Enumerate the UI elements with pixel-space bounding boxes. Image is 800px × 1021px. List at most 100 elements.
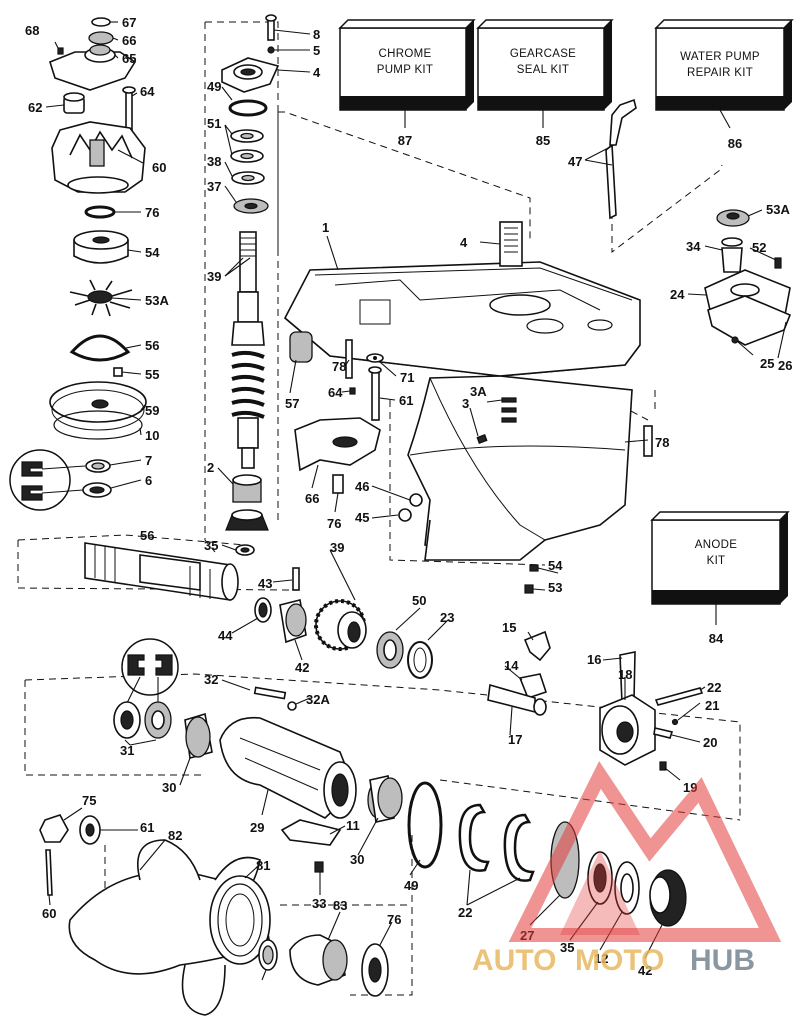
watermark-text-moto: MOTO (575, 944, 664, 977)
gearcase-kit-ref: 85 (536, 133, 550, 148)
part-label: 25 (760, 356, 774, 371)
part-label: 78 (655, 435, 669, 450)
part-label: 57 (285, 396, 299, 411)
part-label: 52 (752, 240, 766, 255)
part-label: 12 (594, 951, 608, 966)
part-label: 64 (328, 385, 343, 400)
part-label: 76 (387, 912, 401, 927)
part-label: 61 (399, 393, 413, 408)
part-label: 11 (346, 818, 360, 833)
water-pump-components (9, 17, 147, 511)
anode-kit-ref: 84 (709, 631, 724, 646)
part-label: 35 (204, 538, 218, 553)
part-label: 37 (207, 179, 221, 194)
part-label: 81 (256, 858, 270, 873)
trim-tab-anode (294, 417, 381, 494)
anode-kit-line2: KIT (707, 555, 726, 567)
part-label: 30 (162, 780, 176, 795)
part-label: 53A (145, 293, 169, 308)
part-label: 6 (145, 473, 152, 488)
part-label: 56 (145, 338, 159, 353)
part-label: 24 (670, 287, 685, 302)
part-label: 66 (122, 33, 136, 48)
waterpump-kit-ref: 86 (728, 136, 742, 151)
driveshaft-components (221, 14, 280, 556)
part-label: 56 (140, 528, 154, 543)
part-label: 55 (145, 367, 159, 382)
part-label: 62 (28, 100, 42, 115)
part-label: 22 (458, 905, 472, 920)
kit-box-chrome-pump: CHROME PUMP KIT 87 (338, 19, 476, 148)
part-label: 20 (703, 735, 717, 750)
part-label: 30 (350, 852, 364, 867)
part-label: 65 (122, 51, 136, 66)
part-label: 76 (327, 516, 341, 531)
anode-kit-line1: ANODE (695, 539, 737, 551)
watermark-text-auto: AUTO (472, 944, 556, 977)
part-label: 44 (218, 628, 233, 643)
kit-box-gearcase-seal: GEARCASE SEAL KIT 85 (476, 19, 614, 148)
part-number-labels: 68 67 66 65 62 64 60 76 54 53A 56 55 59 … (25, 15, 792, 978)
part-label: 17 (508, 732, 522, 747)
part-label: 54 (548, 558, 563, 573)
part-label: 67 (122, 15, 136, 30)
part-label: 64 (140, 84, 155, 99)
part-label: 10 (145, 428, 159, 443)
part-label: 33 (312, 896, 326, 911)
part-label: 31 (120, 743, 134, 758)
part-label: 82 (168, 828, 182, 843)
part-label: 2 (207, 460, 214, 475)
part-label: 42 (295, 660, 309, 675)
part-label: 3A (470, 384, 487, 399)
part-label: 47 (568, 154, 582, 169)
part-label: 83 (333, 898, 347, 913)
part-label: 49 (207, 79, 221, 94)
water-pump-kit-components (605, 98, 792, 346)
kit-box-water-pump-repair: WATER PUMP REPAIR KIT 86 (654, 19, 794, 151)
part-label: 15 (502, 620, 516, 635)
part-label: 68 (25, 23, 39, 38)
part-label: 4 (460, 235, 468, 250)
kit-box-anode: ANODE KIT 84 (650, 511, 790, 646)
chrome-kit-ref: 87 (398, 133, 412, 148)
part-label: 60 (152, 160, 166, 175)
part-label: 39 (330, 540, 344, 555)
part-label: 32A (306, 692, 330, 707)
part-label: 75 (82, 793, 96, 808)
part-label: 54 (145, 245, 160, 260)
part-label: 42 (638, 963, 652, 978)
part-label: 34 (686, 239, 701, 254)
part-label: 39 (207, 269, 221, 284)
part-label: 5 (313, 43, 320, 58)
part-label: 71 (400, 370, 414, 385)
chrome-kit-line2: PUMP KIT (377, 64, 434, 76)
part-label: 66 (305, 491, 319, 506)
part-label: 51 (207, 116, 221, 131)
waterpump-kit-line2: REPAIR KIT (687, 67, 753, 79)
part-label: 3 (462, 396, 469, 411)
chrome-kit-line1: CHROME (379, 48, 432, 60)
part-label: 4 (313, 65, 321, 80)
part-label: 1 (322, 220, 329, 235)
bearing-housing-components (113, 638, 687, 927)
propshaft-components (84, 542, 704, 771)
part-label: 8 (313, 27, 320, 42)
part-label: 46 (355, 479, 369, 494)
waterpump-kit-line1: WATER PUMP (680, 51, 760, 63)
part-label: 21 (705, 698, 719, 713)
part-label: 29 (250, 820, 264, 835)
watermark-logo: AUTO MOTO HUB (472, 761, 782, 977)
part-label: 59 (145, 403, 159, 418)
part-label: 53 (548, 580, 562, 595)
part-label: 23 (440, 610, 454, 625)
part-label: 18 (618, 667, 632, 682)
part-label: 61 (140, 820, 154, 835)
part-label: 14 (504, 658, 519, 673)
part-label: 38 (207, 154, 221, 169)
part-label: 32 (204, 672, 218, 687)
propeller-components (39, 814, 389, 1016)
part-label: 78 (332, 359, 346, 374)
part-label: 60 (42, 906, 56, 921)
part-label: 22 (707, 680, 721, 695)
